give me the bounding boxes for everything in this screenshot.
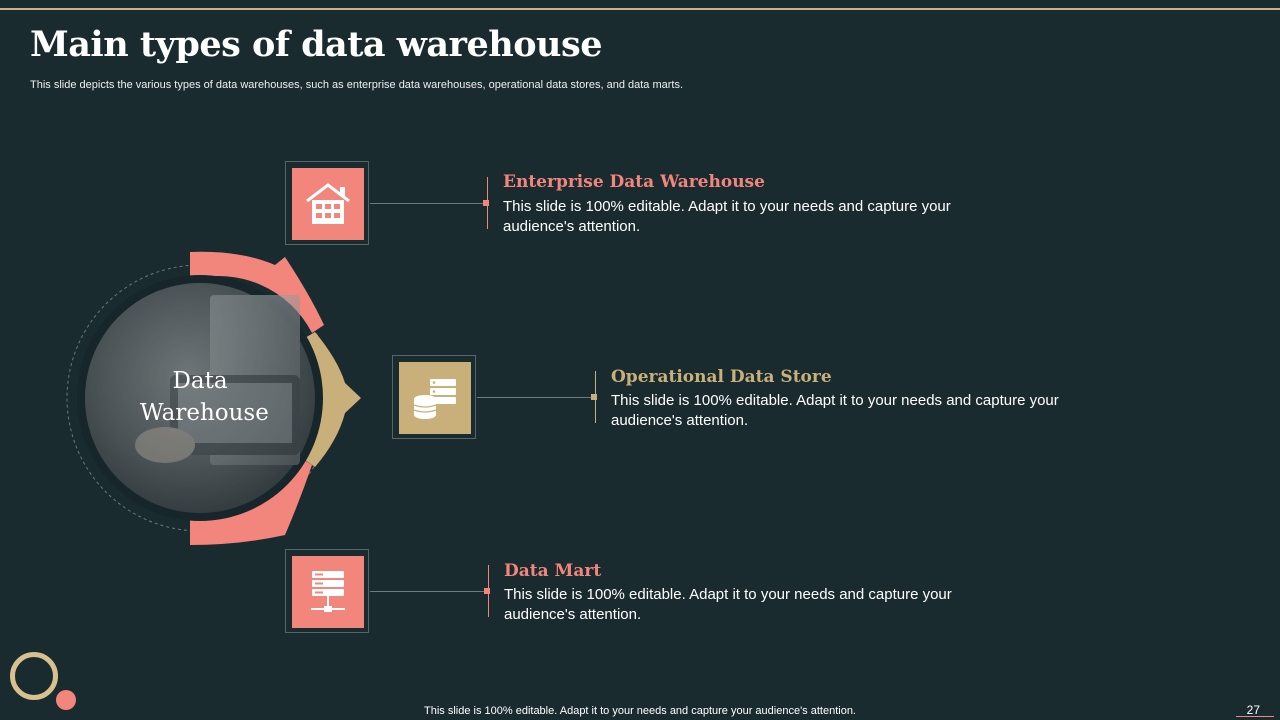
enterprise-title: Enterprise Data Warehouse	[503, 172, 765, 192]
photo-detail	[135, 295, 300, 465]
enterprise-icon-box	[285, 161, 369, 245]
datamart-node	[484, 588, 490, 594]
operational-node	[591, 394, 597, 400]
top-rule	[0, 8, 1280, 10]
decorative-dot	[56, 690, 76, 710]
enterprise-accent-bar	[487, 177, 488, 229]
enterprise-connector	[370, 203, 486, 204]
arc-bottom	[190, 457, 312, 545]
slide-title: Main types of data warehouse	[30, 24, 602, 65]
arc-top	[190, 251, 324, 333]
hub-label-line2: Warehouse	[140, 400, 269, 426]
enterprise-description: This slide is 100% editable. Adapt it to…	[503, 198, 951, 235]
datamart-connector	[370, 591, 487, 592]
house-icon	[292, 168, 364, 240]
datamart-accent-bar	[488, 565, 489, 617]
page-number: 27	[1246, 703, 1260, 717]
hub-label: Data Warehouse	[140, 365, 269, 429]
datamart-description: This slide is 100% editable. Adapt it to…	[504, 586, 952, 623]
enterprise-node	[483, 200, 489, 206]
operational-description: This slide is 100% editable. Adapt it to…	[611, 392, 1059, 429]
hub-graphic	[66, 251, 361, 545]
operational-title: Operational Data Store	[611, 367, 832, 387]
datamart-icon-box	[285, 549, 369, 633]
network-server-icon	[292, 556, 364, 628]
datamart-title: Data Mart	[504, 561, 602, 581]
page-number-underline	[1236, 716, 1274, 717]
footer-note: This slide is 100% editable. Adapt it to…	[424, 705, 856, 717]
decorative-ring	[10, 652, 58, 700]
operational-icon-box	[392, 355, 476, 439]
operational-connector	[477, 397, 594, 398]
operational-accent-bar	[595, 371, 596, 423]
data-warehouse-hub: Data Warehouse	[60, 245, 370, 555]
hub-label-line1: Data	[172, 368, 228, 394]
slide-subtitle: This slide depicts the various types of …	[30, 79, 684, 91]
database-server-icon	[399, 362, 471, 434]
